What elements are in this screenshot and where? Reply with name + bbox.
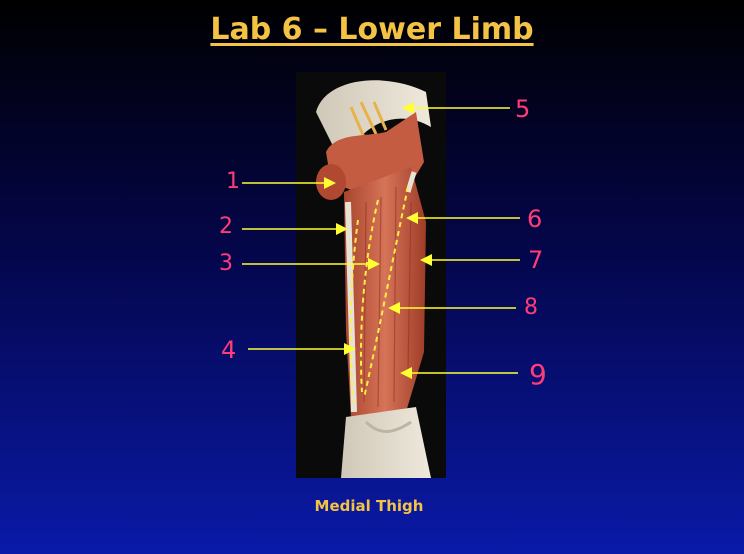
- thigh-illustration: [296, 72, 446, 478]
- label-number-9: 9: [529, 358, 547, 391]
- thigh-model-image: [296, 72, 446, 478]
- label-number-5: 5: [515, 95, 530, 123]
- slide-title: Lab 6 – Lower Limb: [210, 12, 534, 47]
- label-number-7: 7: [528, 246, 543, 274]
- label-number-4: 4: [221, 336, 236, 364]
- label-number-1: 1: [226, 169, 240, 194]
- label-number-2: 2: [219, 214, 233, 239]
- label-number-8: 8: [524, 295, 538, 320]
- figure-caption: Medial Thigh: [314, 497, 424, 515]
- label-number-3: 3: [219, 251, 233, 276]
- label-number-6: 6: [527, 205, 542, 233]
